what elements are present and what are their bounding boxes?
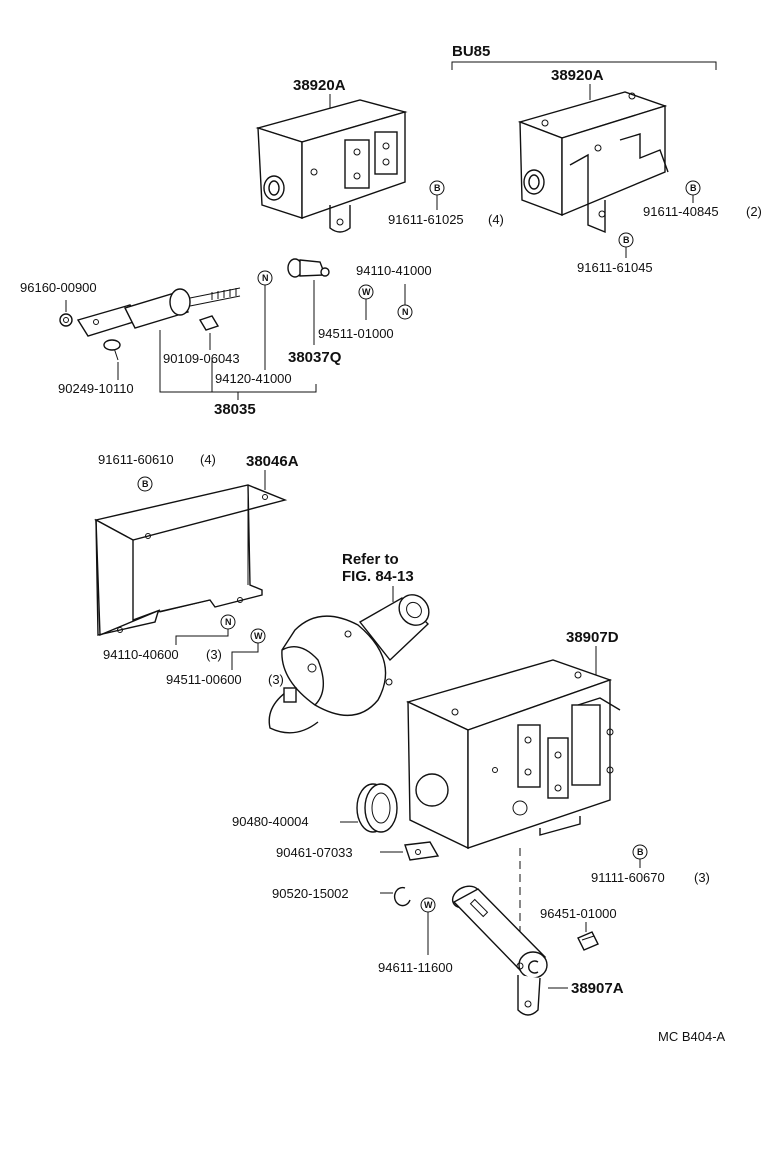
label-94110-41000: 94110-41000 [356,263,432,278]
label-94511-01000: 94511-01000 [318,326,394,341]
bolt-symbol-text: B [434,183,441,193]
label-38920A-left: 38920A [293,77,346,94]
motor-actuator [268,594,430,734]
clip-90461-07033 [404,841,440,861]
nut-90109-06043 [198,315,220,331]
qty-91611-60610: (4) [200,452,216,467]
washer-symbol-text: W [362,287,371,297]
refer-line-1: Refer to [342,551,399,568]
label-94611-11600: 94611-11600 [378,960,453,975]
label-90109-06043: 90109-06043 [163,351,240,366]
bracket-38920A-right [517,91,669,234]
qty-94110-40600: (3) [206,647,222,662]
label-38907A: 38907A [571,980,624,997]
label-94511-00600: 94511-00600 [166,672,242,687]
label-91111-60670: 91111-60670 [591,870,665,885]
qty-91611-61025: (4) [488,212,504,227]
label-38907D: 38907D [566,629,619,646]
bolt-symbol-text: B [637,847,644,857]
label-96160-00900: 96160-00900 [20,280,97,295]
bracket-38920A-left [255,99,408,233]
label-96451-01000: 96451-01000 [540,906,617,921]
refer-line-2: FIG. 84-13 [342,568,414,585]
washer-symbol-text: W [424,900,433,910]
grommet-90480-40004 [356,783,398,833]
bolt-symbol-text: B [142,479,149,489]
nut-symbol-text: N [402,307,409,317]
nut-symbol-text: N [225,617,232,627]
label-38046A: 38046A [246,453,299,470]
plate-38046A [94,484,288,637]
lever-38907A [451,885,548,1016]
qty-94511-00600: (3) [268,672,284,687]
qty-91111-60670: (3) [694,870,710,885]
nut-96451-01000 [577,931,599,951]
nut-96160-00900 [59,313,73,327]
label-90480-40004: 90480-40004 [232,814,309,829]
diagram-code: MC B404-A [658,1029,726,1044]
label-94120-41000: 94120-41000 [215,371,292,386]
label-91611-40845: 91611-40845 [643,204,719,219]
label-91611-61025: 91611-61025 [388,212,464,227]
rod-assembly-38035 [76,287,241,361]
bolt-symbol-text: B [690,183,697,193]
label-90461-07033: 90461-07033 [276,845,353,860]
label-94110-40600: 94110-40600 [103,647,179,662]
clip-38037Q [287,258,330,278]
label-91611-60610: 91611-60610 [98,452,174,467]
bracket-38907D [406,659,621,850]
bolt-symbol-text: B [623,235,630,245]
qty-91611-40845: (2) [746,204,762,219]
bolt-symbol [137,476,153,492]
nut-symbol-text: N [262,273,269,283]
variant-label-bu85: BU85 [452,43,490,60]
label-91611-61045: 91611-61045 [577,260,653,275]
label-38037Q: 38037Q [288,349,342,366]
washer-symbol-text: W [254,631,263,641]
label-38035: 38035 [214,401,256,418]
label-90520-15002: 90520-15002 [272,886,349,901]
variant-bracket-line [451,61,717,70]
label-90249-10110: 90249-10110 [58,381,134,396]
snap-ring-90520-15002 [393,886,411,907]
label-38920A-right: 38920A [551,67,604,84]
